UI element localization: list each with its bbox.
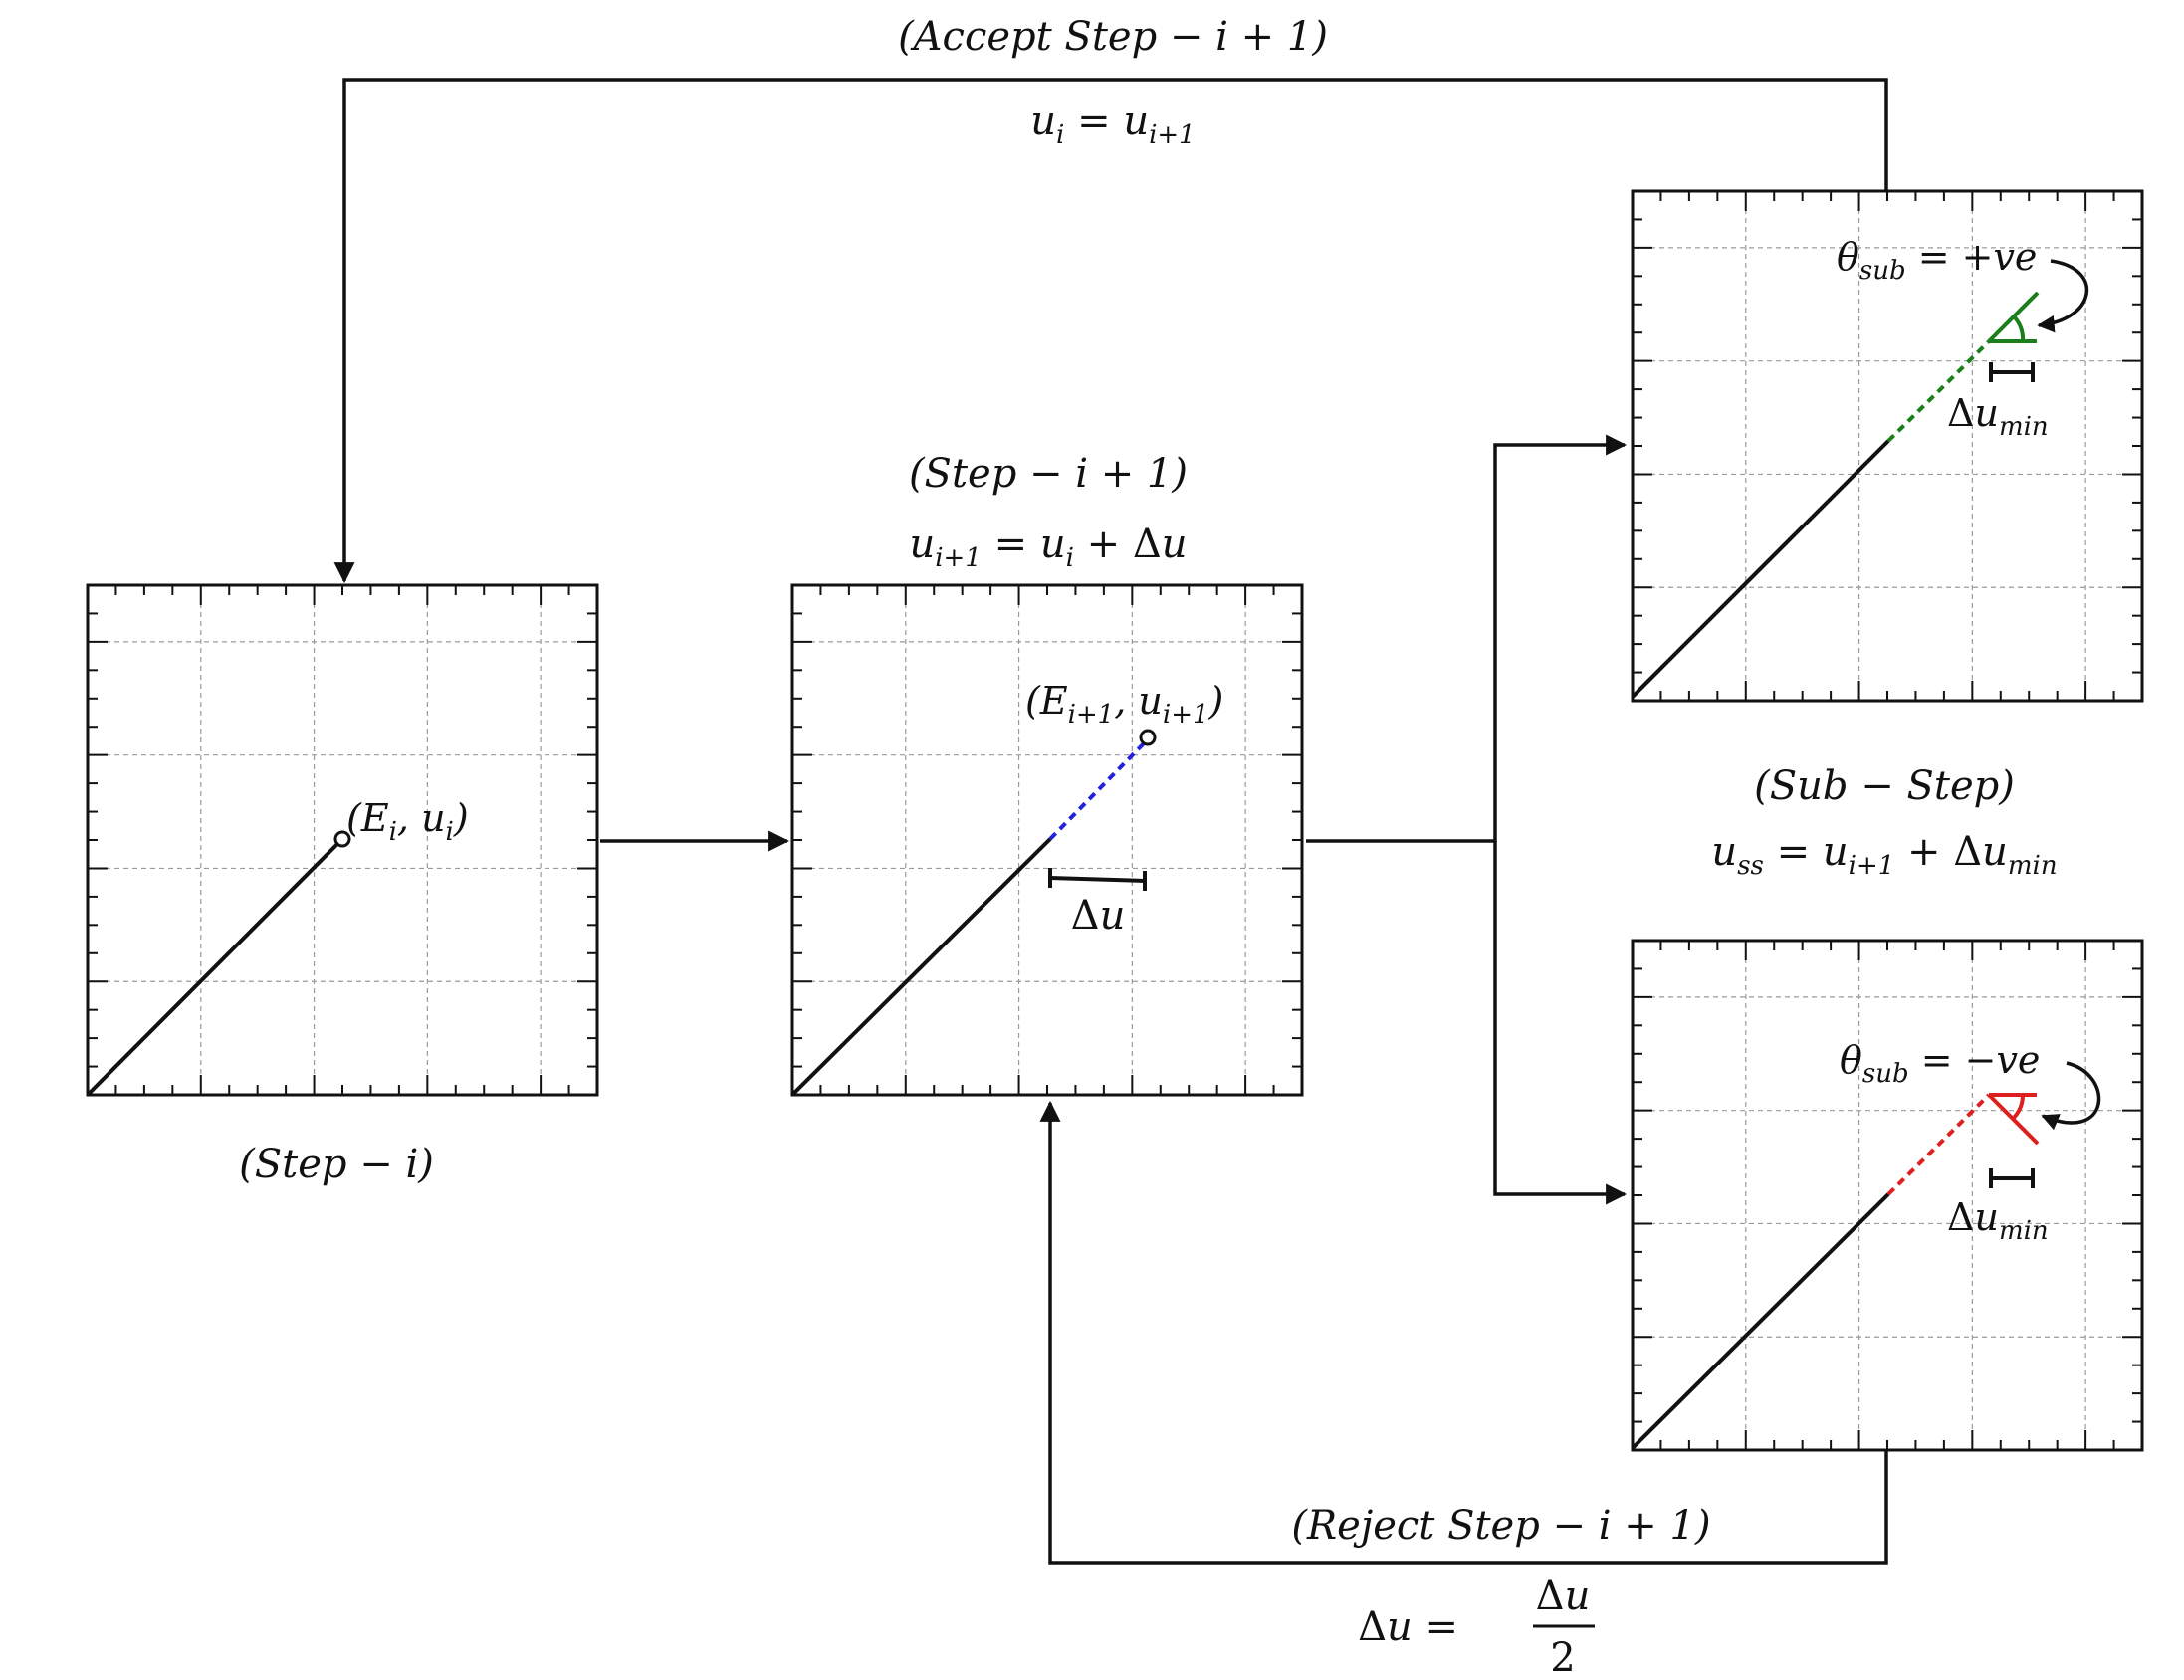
reject-title: (Reject Step − i + 1) [1291,1503,1710,1549]
delta-u-label: Δu [1071,893,1126,939]
theta-positive-label: θsub = +ve [1837,235,2037,286]
delta-u-bracket [1048,868,1147,891]
point-i1-label: (Ei+1, ui+1) [1025,679,1223,730]
state-point-i-plus-1 [1139,729,1157,746]
step-i1-title: (Step − i + 1) [909,451,1188,497]
delta-u-min-bracket [1989,1168,2035,1188]
history-curve [790,837,1052,1097]
panel-step-i [86,583,599,1097]
substep-equation: uss = ui+1 + Δumin [1711,829,2057,881]
step-i1-equation: ui+1 = ui + Δu [909,522,1187,573]
accept-equation: ui = ui+1 [1030,99,1195,150]
arrow-to-reject-substep [1493,841,1628,1205]
accepted-increment-line [1886,339,1991,443]
point-i-label: (Ei, ui) [346,796,469,847]
history-curve [1631,439,1890,699]
panel-substep-accept [1631,189,2144,703]
rejected-increment-line [1886,1093,1991,1196]
arrow-to-accept-substep [1306,434,1628,843]
reject-eq-denominator: 2 [1550,1635,1575,1680]
accept-title: (Accept Step − i + 1) [898,14,1328,60]
substep-title: (Sub − Step) [1754,763,2015,809]
delta-u-min-label: Δumin [1947,391,2049,442]
reject-feedback-arrow [1039,1100,1888,1565]
theta-pointer-arrow [2037,259,2089,333]
panel-substep-reject [1631,939,2144,1452]
state-point-i [333,830,351,848]
reject-eq-lhs: Δu = [1358,1604,1458,1650]
step-i-label: (Step − i) [239,1142,434,1187]
theta-negative-label: θsub = −ve [1840,1038,2040,1089]
delta-u-min-label: Δumin [1947,1195,2049,1246]
history-curve [1631,1192,1890,1450]
positive-angle-arc [2013,315,2026,342]
delta-u-min-bracket [1989,362,2035,382]
reject-eq-numerator: Δu [1536,1574,1591,1619]
panel-step-i-plus-1 [790,583,1304,1097]
trial-increment-line [1048,737,1150,841]
negative-angle-arc [2011,1094,2025,1121]
panel-frame [790,583,1304,1097]
theta-pointer-arrow [2041,1061,2101,1131]
substep-positive-line [1987,291,2040,343]
reject-equation: Δu = Δu 2 [1358,1574,1595,1680]
accept-feedback-arrow [333,78,1888,584]
panel-frame [86,583,599,1097]
history-curve [86,837,344,1097]
